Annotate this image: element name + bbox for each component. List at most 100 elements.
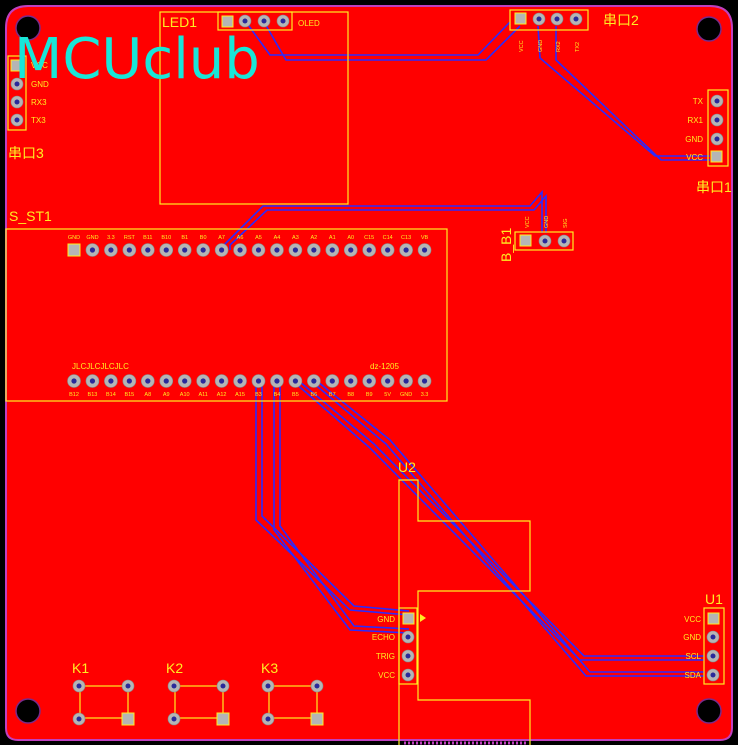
mcu-pad-hole <box>182 378 188 384</box>
led1-ref: LED1 <box>162 14 197 30</box>
mcu-bottom-pin-label: A12 <box>217 392 227 398</box>
oled-label: OLED <box>298 19 320 28</box>
mcu-pad-hole <box>89 247 96 253</box>
mcu-top-pin-label: B10 <box>161 235 171 241</box>
mcu-top-pin-label: C14 <box>383 235 393 241</box>
conn2-ref: 串口2 <box>603 12 639 28</box>
mcu-bottom-pin-label: GND <box>400 392 412 398</box>
conn3-pin-3: RX3 <box>31 98 47 107</box>
mcu-pad-hole <box>237 247 243 253</box>
board-outline <box>5 5 733 741</box>
mcu-pad-hole <box>366 378 372 384</box>
mcu-top-pin-label: A4 <box>274 235 281 241</box>
mcu-pad-hole <box>145 247 151 253</box>
mcu-bottom-pin-label: A9 <box>163 392 170 398</box>
traces <box>223 21 710 677</box>
mounting-hole <box>696 16 722 42</box>
mcu-top-pin-label: B11 <box>143 235 152 241</box>
mcu-bottom-pin-label: B12 <box>69 392 79 398</box>
conn3-pin-2: GND <box>31 80 49 89</box>
key-k1: K1 <box>72 660 135 726</box>
mcu-bottom-pin-label: B9 <box>366 392 373 398</box>
buzzer-pin-3: SIG <box>563 219 569 228</box>
mcu-top-pin-label: C15 <box>364 235 374 241</box>
mcu-label-right: dz-1205 <box>370 362 399 371</box>
u1-pin-1: VCC <box>684 615 701 624</box>
mcu-pad-hole <box>348 247 354 253</box>
conn2-pin-2: GND <box>538 40 544 52</box>
mcu-pad <box>67 243 81 257</box>
mcu-top-pin-label: B0 <box>200 235 207 241</box>
mcu-pad-hole <box>311 247 317 253</box>
mcu-top-pin-label: A2 <box>310 235 317 241</box>
mcu-top-pads <box>67 243 432 257</box>
mcu-pad-hole <box>108 378 114 384</box>
mcu-top-pin-label: C13 <box>401 235 411 241</box>
mounting-hole <box>15 15 41 41</box>
conn3-pin-1: VCC <box>31 61 48 70</box>
mcu-top-pin-label: B1 <box>181 235 188 241</box>
key-k2: K2 <box>166 660 230 726</box>
mcu-top-pin-label: 3.3 <box>107 235 115 241</box>
mcu-bottom-pin-label: B7 <box>329 392 336 398</box>
mcu-pad-hole <box>421 247 428 253</box>
mcu-pad-hole <box>163 378 169 384</box>
mcu-pad-hole <box>329 378 335 384</box>
mcu-pad-hole <box>108 247 114 253</box>
mcu-pad-hole <box>274 247 280 253</box>
mcu-pad-hole <box>126 247 132 253</box>
mcu-pad-hole <box>329 247 335 253</box>
mcu-pad-hole <box>403 247 409 253</box>
mcu-top-pin-label: A7 <box>218 235 225 241</box>
mcu-top-pin-label: GND <box>86 235 98 241</box>
mcu-bottom-pin-label: B8 <box>347 392 354 398</box>
u2-pin-3: TRIG <box>376 652 395 661</box>
key-ref: K1 <box>72 660 89 676</box>
u1-pin-4: SDA <box>685 671 702 680</box>
conn1-component: TX RX1 GND VCC 串口1 <box>685 89 732 195</box>
mcu-bottom-pin-label: B5 <box>292 392 299 398</box>
mcu-top-pin-label: A0 <box>347 235 354 241</box>
conn1-pin-2: RX1 <box>687 116 703 125</box>
mcu-top-pin-label: A1 <box>329 235 336 241</box>
u1-component: U1 VCC GND SCL SDA <box>683 591 725 685</box>
mcu-bottom-pin-label: B15 <box>124 392 134 398</box>
mcu-pad-hole <box>311 378 317 384</box>
mcu-pad-hole <box>219 247 225 253</box>
mcu-bottom-pin-label: A10 <box>180 392 190 398</box>
key-ref: K2 <box>166 660 183 676</box>
mounting-hole <box>15 698 41 724</box>
conn3-ref: 串口3 <box>8 145 44 161</box>
mcu-pad-hole <box>385 378 391 384</box>
mcu-bottom-pads <box>67 374 432 388</box>
u1-pin-2: GND <box>683 633 701 642</box>
u2-pin-4: VCC <box>378 671 395 680</box>
mcu-top-pin-label: A6 <box>237 235 244 241</box>
conn1-pin-3: GND <box>685 135 703 144</box>
mcu-top-pin-label: RST <box>124 235 136 241</box>
mcu-pad-hole <box>182 247 188 253</box>
mcu-bottom-pin-label: A8 <box>144 392 151 398</box>
conn2-pin-3: RX2 <box>556 41 562 52</box>
conn3-pin-4: TX3 <box>31 116 46 125</box>
conn1-pin-4: VCC <box>686 153 703 162</box>
mcu-pad-hole <box>145 378 151 384</box>
mcu-bottom-pin-label: 5V <box>384 392 391 398</box>
mcu-pad-hole <box>200 378 206 384</box>
conn2-pin-4: TX2 <box>575 42 581 52</box>
mcu-top-pin-label: VB <box>421 235 429 241</box>
buzzer-pin-1: VCC <box>525 216 531 228</box>
buzzer-component: B_B1 VCC GND SIG <box>498 216 574 262</box>
mcu-bottom-pin-label: B13 <box>88 392 98 398</box>
u2-pin-2: ECHO <box>372 633 395 642</box>
key-k3: K3 <box>261 660 324 726</box>
mcu-pad-hole <box>255 247 262 253</box>
mcu-pad-hole <box>219 378 225 384</box>
mcu-pad-hole <box>292 378 298 384</box>
buzzer-ref: B_B1 <box>498 228 514 262</box>
mcu-pad-hole <box>255 378 262 384</box>
conn3-component: VCC GND RX3 TX3 串口3 <box>7 55 49 161</box>
